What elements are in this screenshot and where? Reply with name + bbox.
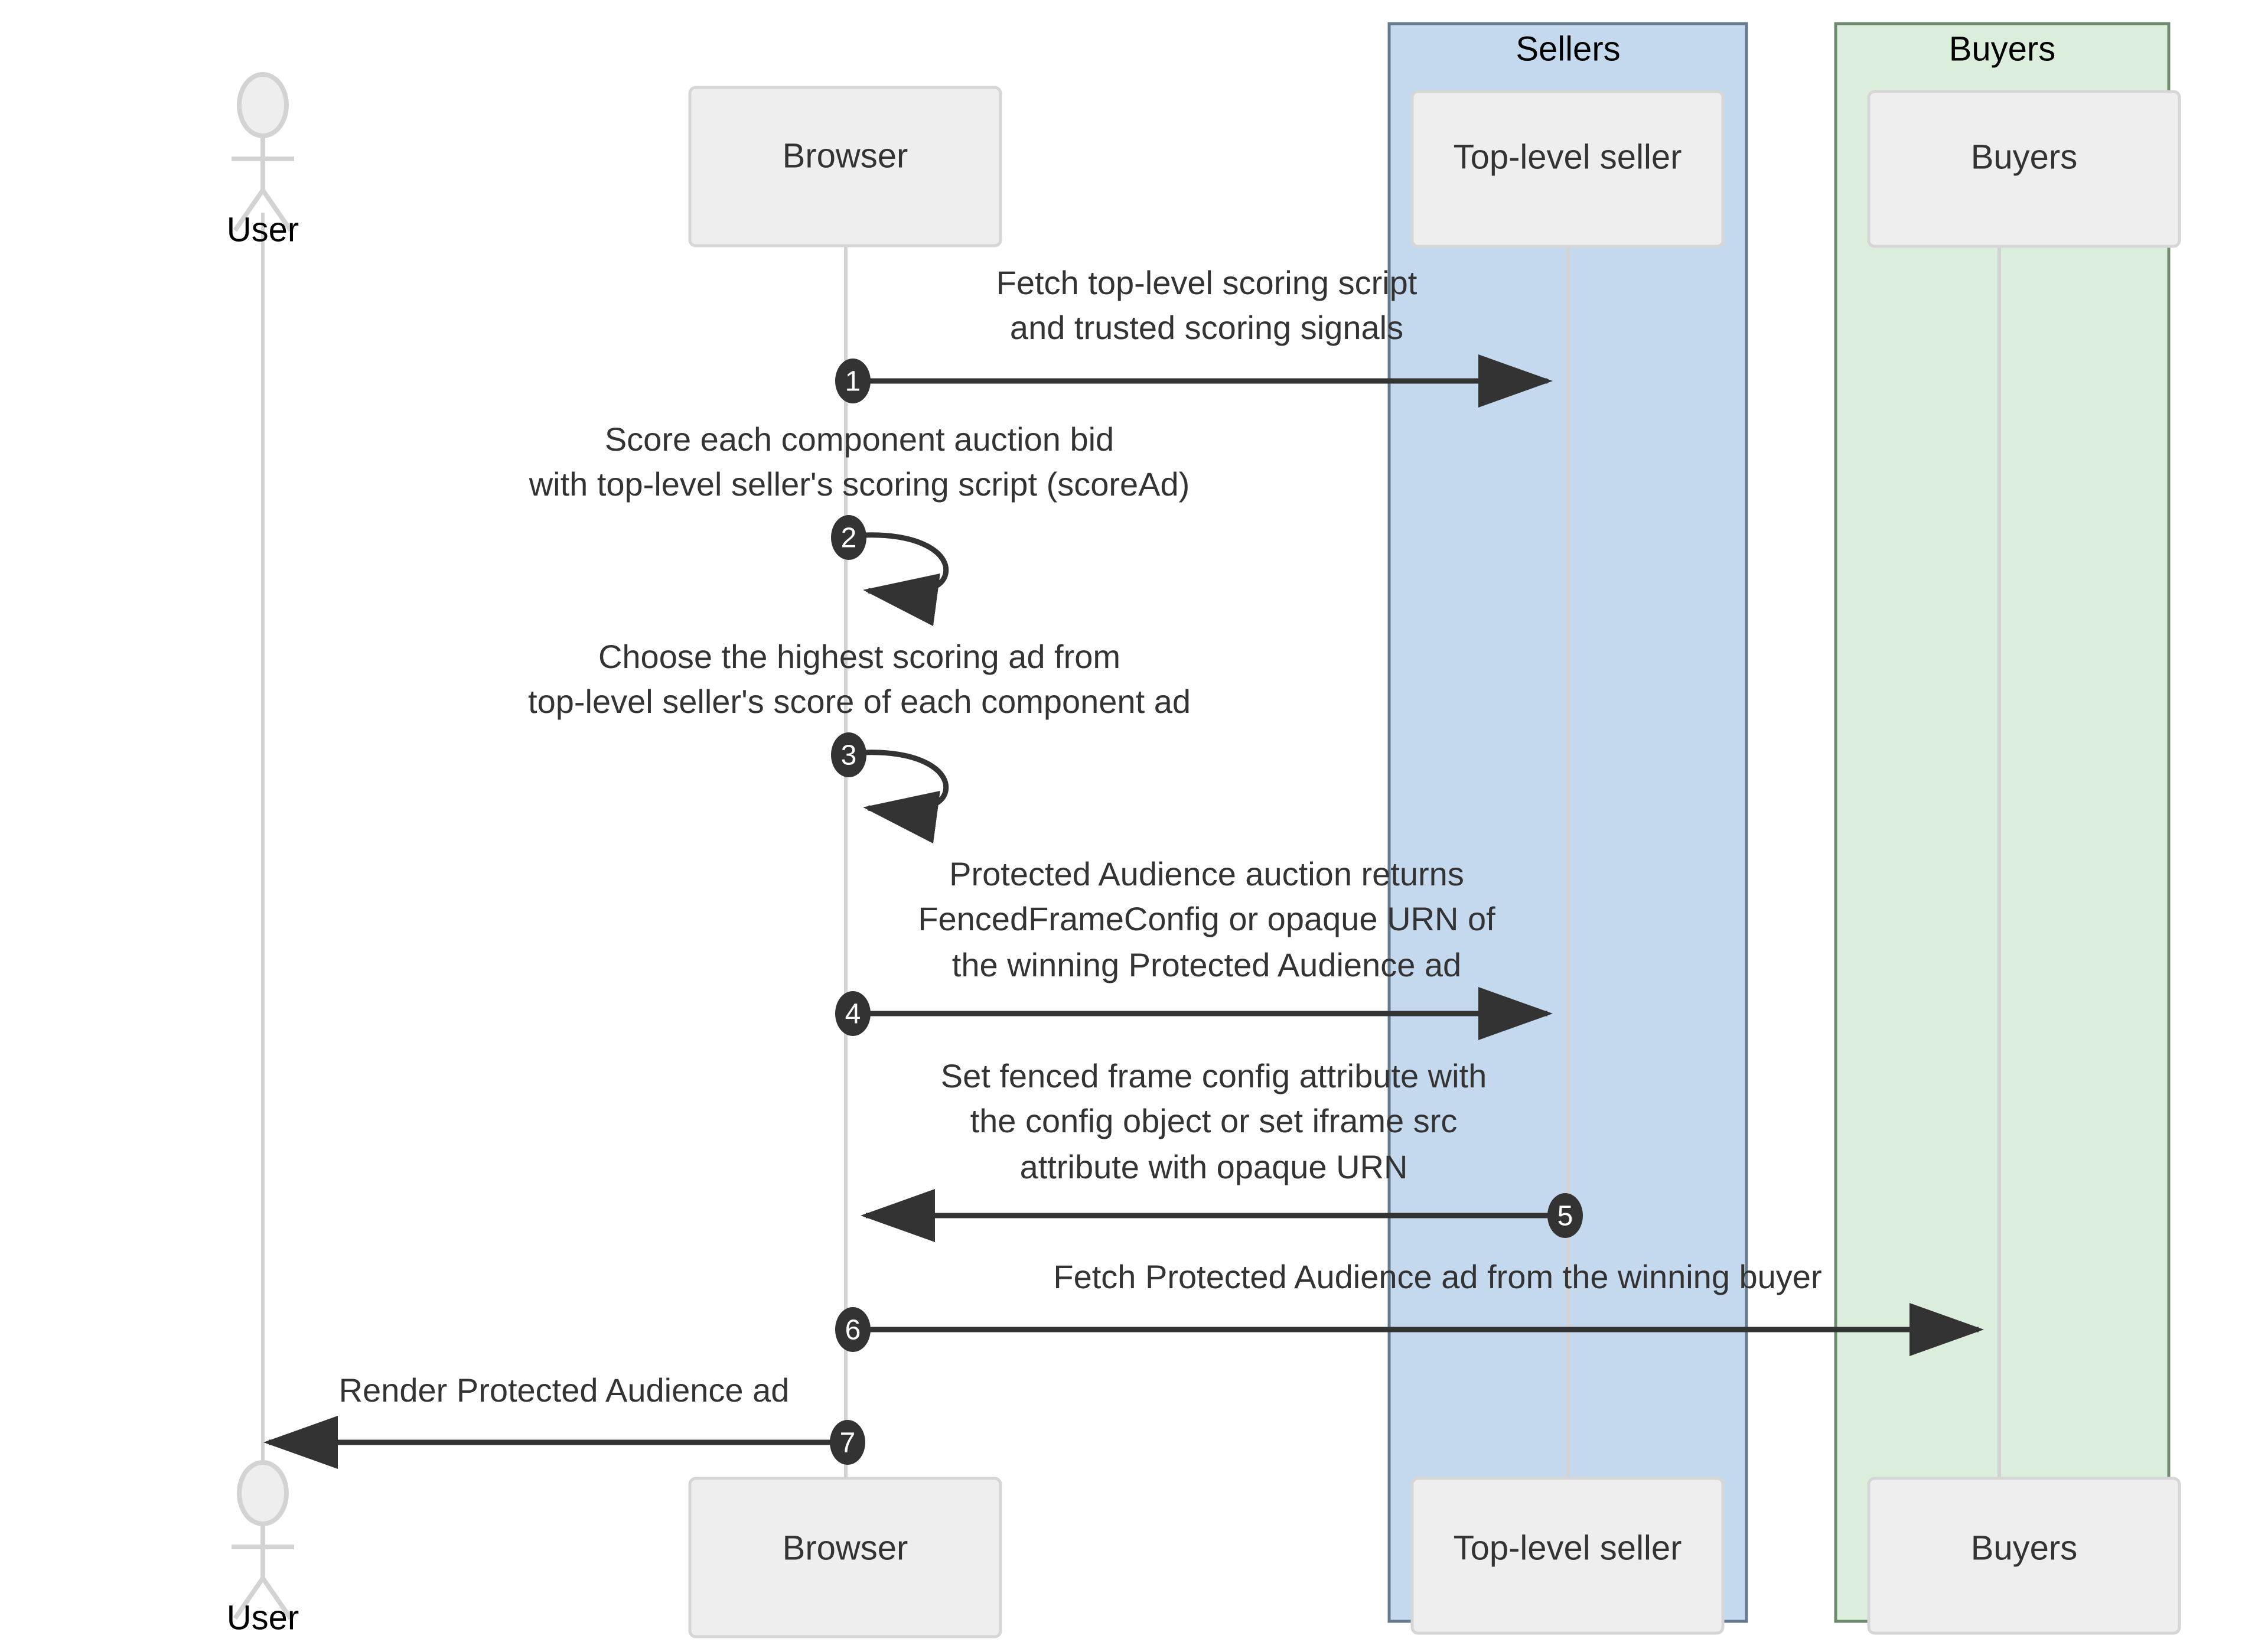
message-3-badge (831, 732, 866, 777)
message-4-badge-label: 4 (845, 999, 861, 1030)
participant-browser-top-label: Browser (783, 136, 908, 175)
actor-head-icon (237, 1460, 289, 1526)
message-7-badge (830, 1420, 865, 1465)
message-6-badge-label: 6 (845, 1315, 861, 1346)
participant-browser-top-box (688, 86, 1002, 247)
message-2-badge (831, 515, 866, 560)
actor-user-bottom[interactable]: User (227, 1460, 299, 1637)
message-4-line-1: FencedFrameConfig or opaque URN of (918, 900, 1495, 937)
actor-head-icon (237, 72, 289, 138)
message-7-badge-label: 7 (840, 1428, 856, 1459)
participant-topseller-bottom-label: Top-level seller (1454, 1529, 1682, 1567)
message-5[interactable]: Set fenced frame config attribute with t… (861, 1057, 1583, 1242)
message-2-line-1: with top-level seller's scoring script (… (529, 465, 1190, 503)
group-sellers-label: Sellers (1516, 30, 1620, 68)
message-4-line-0: Protected Audience auction returns (949, 855, 1464, 892)
participant-topseller-top-box (1410, 90, 1725, 248)
message-5-badge (1547, 1193, 1583, 1238)
message-4[interactable]: Protected Audience auction returns Fence… (835, 855, 1553, 1040)
message-7-line-0: Render Protected Audience ad (339, 1371, 790, 1409)
message-3[interactable]: Choose the highest scoring ad from top-l… (528, 638, 1191, 844)
message-1-line-0: Fetch top-level scoring script (996, 264, 1418, 301)
message-2-badge-label: 2 (841, 523, 857, 554)
participant-topseller-top[interactable]: Top-level seller (1410, 90, 1725, 248)
message-6-badge (835, 1307, 871, 1352)
message-4-badge (835, 991, 871, 1036)
participant-buyers-bottom-label: Buyers (1971, 1529, 2078, 1567)
message-6-line-0: Fetch Protected Audience ad from the win… (1053, 1258, 1821, 1295)
message-1[interactable]: Fetch top-level scoring script and trust… (835, 264, 1553, 408)
actor-legs-icon (233, 188, 293, 232)
group-buyers: Buyers (1834, 22, 2171, 1623)
participant-browser-top[interactable]: Browser (688, 86, 1002, 247)
participant-browser-bottom[interactable]: Browser (688, 1477, 1002, 1638)
message-3-line-1: top-level seller's score of each compone… (528, 683, 1191, 720)
message-5-line-2: attribute with opaque URN (1020, 1148, 1408, 1185)
actor-user-top[interactable]: User (227, 72, 299, 249)
participant-buyers-top[interactable]: Buyers (1867, 90, 2181, 248)
actor-user-bottom-label: User (227, 1598, 299, 1637)
message-1-line-1: and trusted scoring signals (1010, 309, 1403, 346)
actor-legs-icon (233, 1576, 293, 1620)
message-7[interactable]: Render Protected Audience ad 7 (263, 1371, 865, 1469)
message-1-badge-label: 1 (845, 366, 861, 398)
group-buyers-label: Buyers (1949, 30, 2056, 68)
participant-browser-bottom-box (688, 1477, 1002, 1638)
message-5-line-0: Set fenced frame config attribute with (941, 1057, 1487, 1094)
participant-buyers-bottom[interactable]: Buyers (1867, 1477, 2181, 1635)
participant-topseller-bottom[interactable]: Top-level seller (1410, 1477, 1725, 1635)
participant-topseller-bottom-box (1410, 1477, 1725, 1635)
participant-browser-bottom-label: Browser (783, 1529, 908, 1567)
message-2-line-0: Score each component auction bid (605, 421, 1114, 458)
participant-buyers-top-label: Buyers (1971, 138, 2078, 176)
message-5-badge-label: 5 (1557, 1201, 1573, 1232)
message-5-line-1: the config object or set iframe src (970, 1102, 1458, 1139)
message-2-self-loop (853, 532, 949, 627)
group-buyers-rect (1834, 22, 2171, 1623)
participant-topseller-top-label: Top-level seller (1454, 138, 1682, 176)
message-3-line-0: Choose the highest scoring ad from (598, 638, 1120, 675)
message-3-self-loop (853, 750, 949, 844)
message-4-line-2: the winning Protected Audience ad (952, 946, 1461, 983)
actor-user-top-label: User (227, 210, 299, 249)
message-6[interactable]: Fetch Protected Audience ad from the win… (835, 1258, 1984, 1356)
participant-buyers-top-box (1867, 90, 2181, 248)
message-1-badge (835, 359, 871, 403)
message-2[interactable]: Score each component auction bid with to… (529, 421, 1190, 627)
participant-buyers-bottom-box (1867, 1477, 2181, 1635)
message-3-badge-label: 3 (841, 740, 857, 771)
